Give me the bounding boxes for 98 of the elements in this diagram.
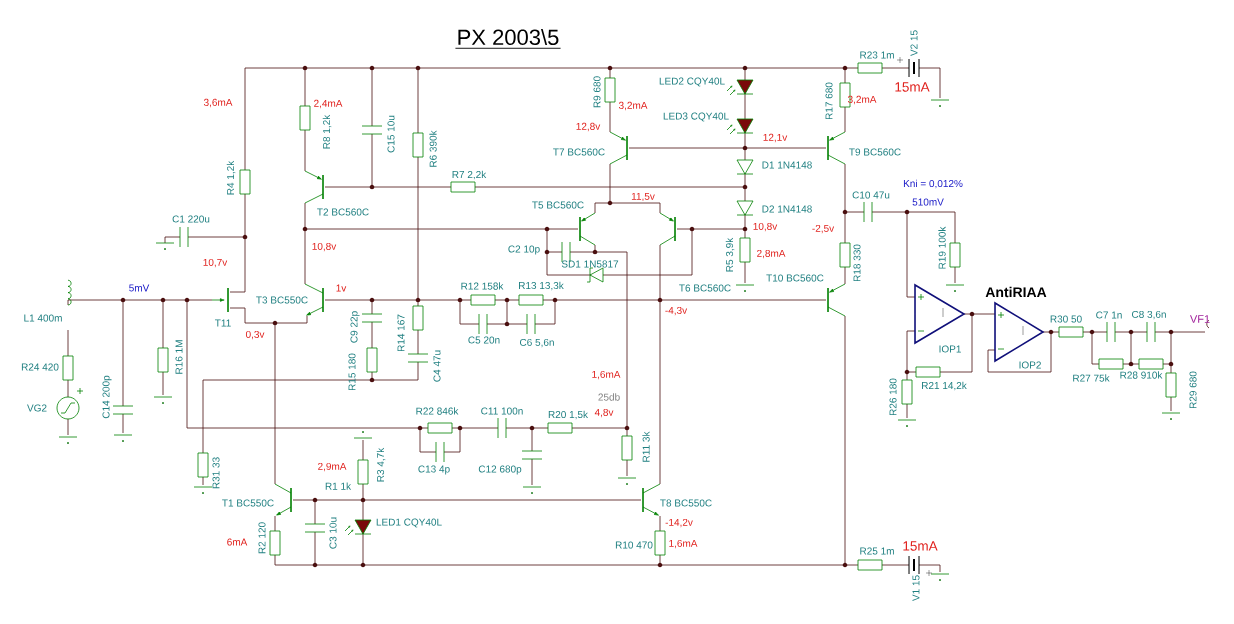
component-label: D1 1N4148 xyxy=(762,161,812,169)
signal-level-label: 5mV xyxy=(129,284,150,292)
component-label: T2 BC560C xyxy=(317,208,369,216)
component-label: D2 1N4148 xyxy=(762,205,812,213)
output-label: VF1 xyxy=(1189,315,1210,323)
measurement-label: 12,1v xyxy=(763,133,788,143)
component-label: R31 33 xyxy=(212,457,220,489)
measurement-label: 4,8v xyxy=(594,408,614,418)
component-label: R9 680 xyxy=(593,76,601,108)
component-label: R25 1m xyxy=(860,547,894,555)
component-label: C13 4p xyxy=(418,465,450,475)
title: PX 2003\5 xyxy=(455,28,562,49)
component-label: T9 BC560C xyxy=(849,148,901,156)
measurement-label: 2,9mA xyxy=(318,462,347,472)
component-label: C9 22p xyxy=(350,311,360,343)
component-label: C6 5,6n xyxy=(520,338,554,348)
measurement-label: 0,3v xyxy=(245,330,265,340)
component-label: C3 10u xyxy=(329,517,337,549)
component-label: C11 100n xyxy=(481,407,523,415)
measurement-label: 2,8mA xyxy=(757,249,786,259)
component-label: LED1 CQY40L xyxy=(376,518,442,528)
component-label: R23 1m xyxy=(860,51,894,59)
component-label: R21 14,2k xyxy=(922,381,967,391)
component-label: C5 20n xyxy=(468,336,500,344)
component-label: R7 2,2k xyxy=(452,170,487,180)
component-label: T7 BC560C xyxy=(553,148,605,156)
component-label: R29 680 xyxy=(1189,371,1197,409)
component-label: C7 1n xyxy=(1096,311,1122,319)
component-label: C4 47u xyxy=(433,350,441,382)
component-label: R28 910k xyxy=(1120,371,1163,379)
component-label: V2 15 xyxy=(910,30,918,56)
component-label: IOP2 xyxy=(1019,361,1041,369)
measurement-label: 10,8v xyxy=(753,222,778,232)
component-label: T1 BC550C xyxy=(222,499,274,507)
component-label: L1 400m xyxy=(24,314,62,322)
measurement-label: 11,5v xyxy=(631,192,655,202)
component-label: R20 1,5k xyxy=(548,410,588,420)
measurement-label: 3,6mA xyxy=(203,98,233,108)
measurement-label: 1v xyxy=(336,284,347,292)
stage-label: AntiRIAA xyxy=(985,286,1047,298)
measurement-label: 1,6mA xyxy=(669,539,698,549)
component-label: R18 330 xyxy=(853,244,861,282)
component-label: LED2 CQY40L xyxy=(659,77,725,87)
signal-level-label: 510mV xyxy=(912,198,944,206)
component-label: R19 100k xyxy=(938,226,946,269)
measurement-label: -4,3v xyxy=(665,306,688,316)
component-label: R17 680 xyxy=(825,82,833,120)
component-label: T5 BC560C xyxy=(532,201,584,209)
component-label: SD1 1N5817 xyxy=(561,260,619,268)
component-label: R11 3k xyxy=(642,431,650,462)
component-label: R10 470 xyxy=(615,541,653,549)
measurement-label: 2,4mA xyxy=(314,99,343,109)
component-label: R22 846k xyxy=(416,407,459,415)
component-label: R12 158k xyxy=(461,282,504,290)
current-label: 15mA xyxy=(895,82,930,92)
component-label: R4 1,2k xyxy=(226,160,236,195)
measurement-label: -2,5v xyxy=(812,224,835,234)
component-label: T6 BC560C xyxy=(679,284,731,292)
measurement-label: 12,8v xyxy=(576,122,601,132)
component-label: R2 120 xyxy=(258,522,266,554)
component-label: VG2 xyxy=(27,404,47,412)
component-label: C15 10u xyxy=(387,115,395,153)
component-label: R14 167 xyxy=(397,314,405,352)
component-label: R1 1k xyxy=(325,482,352,490)
component-label: C2 10p xyxy=(508,245,540,255)
component-label: T3 BC550C xyxy=(256,296,308,304)
measurement-label: 6mA xyxy=(227,538,248,546)
signal-level-label: Kni = 0,012% xyxy=(903,179,963,189)
component-label: R5 3,9k xyxy=(725,237,735,272)
component-label: R16 1M xyxy=(175,340,183,374)
component-label: C14 200p xyxy=(102,375,112,419)
component-label: R6 390k xyxy=(429,130,437,167)
component-label: R8 1,2k xyxy=(322,114,332,149)
component-label: R3 4,7k xyxy=(376,447,386,482)
measurement-label: -14,2v xyxy=(665,518,693,528)
component-label: IOP1 xyxy=(939,345,961,353)
component-label: C8 3,6n xyxy=(1132,310,1166,320)
component-label: C10 47u xyxy=(852,191,890,199)
measurement-label: 1,6mA xyxy=(592,370,621,380)
component-label: T11 xyxy=(215,319,231,327)
measurement-label: 10,8v xyxy=(312,242,337,252)
component-label: LED3 CQY40L xyxy=(663,112,729,122)
current-label: 15mA xyxy=(903,541,938,551)
component-label: R15 180 xyxy=(348,353,356,391)
component-label: R13 13,3k xyxy=(519,281,564,291)
component-label: R30 50 xyxy=(1050,315,1082,323)
component-label: R24 420 xyxy=(21,363,59,371)
measurement-label: 3,2mA xyxy=(618,101,648,111)
component-label: T10 BC560C xyxy=(766,274,824,282)
component-label: C1 220u xyxy=(172,215,210,223)
measurement-label: 10,7v xyxy=(203,258,228,268)
gain-label: 25db xyxy=(598,393,620,401)
component-label: V1 15 xyxy=(912,575,920,602)
component-label: R26 180 xyxy=(889,378,897,416)
measurement-label: 3,2mA xyxy=(847,95,877,105)
component-label: C12 680p xyxy=(478,465,522,475)
component-label: T8 BC550C xyxy=(660,499,712,507)
component-label: R27 75k xyxy=(1073,374,1110,382)
